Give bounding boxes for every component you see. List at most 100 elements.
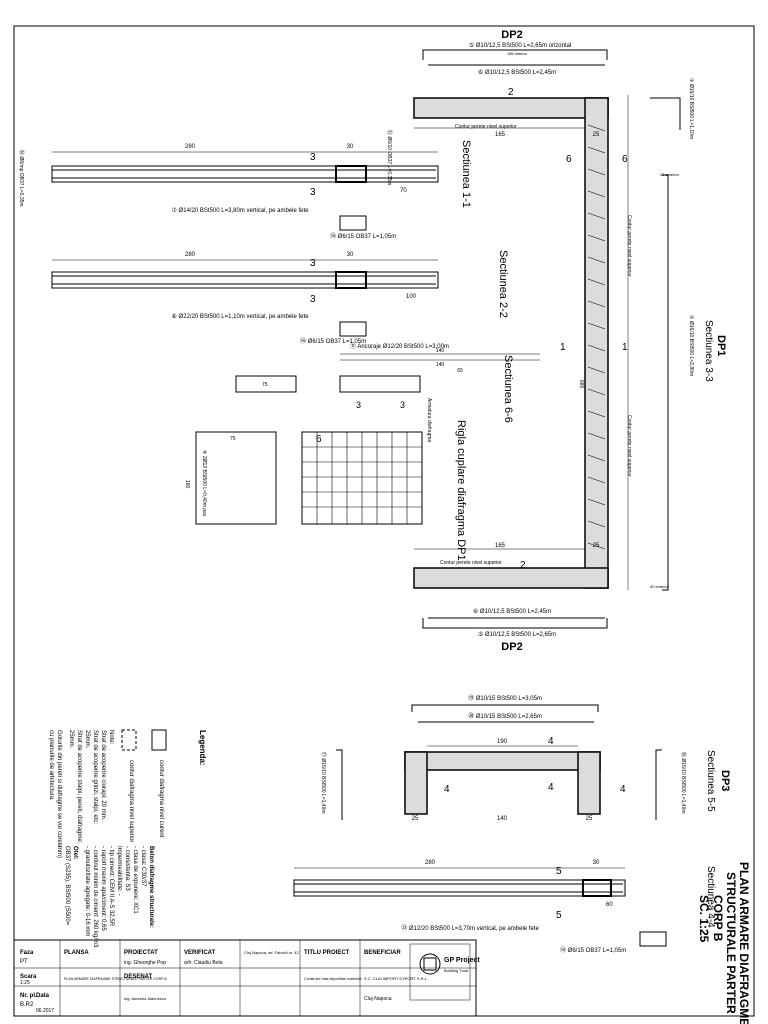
dim-label: 30 bbox=[593, 860, 600, 866]
material-line: - consistenta: S3 bbox=[124, 846, 130, 891]
anchor-detail bbox=[235, 375, 297, 393]
stirrup-tick bbox=[587, 542, 606, 550]
tb-label: Scara bbox=[20, 974, 37, 980]
wall-slab bbox=[293, 879, 626, 897]
section-mark: 5 bbox=[556, 910, 562, 921]
bar-label: ⑭ Ø6/15 OB37 L=1,05m bbox=[330, 232, 396, 240]
tb-value: S.C. CLAI IMPORT EXPORT S.R.L. bbox=[364, 976, 428, 981]
dp1-wall-plan: 165 25 165 25 Contur perete nivel superi… bbox=[413, 87, 632, 590]
tb-value: 1:25 bbox=[20, 980, 30, 986]
section-mark: 3 bbox=[310, 187, 316, 198]
dim-label: 25 bbox=[586, 816, 593, 822]
stirrup-detail bbox=[339, 321, 367, 337]
material-line: - clasa de expunere: XC1 bbox=[132, 846, 138, 914]
dim-label: 680 bbox=[578, 380, 584, 389]
wall-slab bbox=[51, 271, 439, 289]
company-name: GP Project bbox=[444, 957, 480, 964]
stirrup-tick bbox=[587, 344, 606, 352]
dp2-bottom-group: ⑥ Ø10/12,5 BSt500 L=2,45m ⑤ Ø10/12,5 BSt… bbox=[422, 608, 608, 653]
dim-label: 180 bbox=[184, 480, 190, 489]
contour-note: Contur perete nivel superior bbox=[626, 415, 632, 477]
contour-note: Contur perete nivel superior bbox=[626, 215, 632, 277]
section-2-2: 280 30 3 3 100 Sectiunea 2-2 ⑧ Ø22/20 BS… bbox=[51, 250, 509, 345]
tb-label: PLANSA bbox=[64, 950, 89, 956]
title-line-3: CORP B bbox=[711, 895, 725, 942]
tb-label: DESENAT bbox=[124, 974, 153, 980]
dp3-left-leg bbox=[404, 751, 428, 815]
stirrup-tick bbox=[587, 146, 606, 154]
stirrup-tick bbox=[587, 278, 606, 286]
legend-swatch-upper bbox=[121, 729, 137, 751]
column-box bbox=[582, 879, 612, 897]
stirrup-tick bbox=[587, 388, 606, 396]
dim-label: 280 bbox=[185, 252, 196, 258]
bar-label: ⑰ Ø16/10 BSt500 L=1,40m bbox=[320, 752, 327, 814]
stirrup-tick bbox=[587, 256, 606, 264]
stirrup-tick bbox=[587, 234, 606, 242]
bar-label: ⑪ Ancoraje Ø12/20 BSt500 L=3,00m bbox=[350, 342, 449, 350]
tb-label: Faza bbox=[20, 950, 34, 956]
tb-value: Cluj-Napoca, str. Fabricii nr. 42 bbox=[244, 950, 299, 955]
section-mark: 2 bbox=[520, 560, 526, 571]
stirrup-tick bbox=[587, 520, 606, 528]
dim-label: 65 bbox=[457, 368, 463, 374]
dim-label: 60 bbox=[606, 902, 613, 908]
tb-label: VERIFICAT bbox=[184, 950, 216, 956]
dim-label: 25 bbox=[593, 543, 600, 549]
dp2-bottom-flange bbox=[413, 567, 609, 589]
section-1-1: 280 30 3 3 70 Sectiunea 1-1 ⑦ Ø14/20 BSt… bbox=[18, 130, 472, 240]
title-line-2: STRUCTURALE PARTER bbox=[724, 872, 738, 1014]
dim-label: 30 bbox=[347, 252, 354, 258]
note-line: cu planurile de arhitectura. bbox=[48, 730, 54, 801]
bar-label: ⑯ Ø6/mp OB37 L=0,35m bbox=[18, 150, 25, 207]
stirrup-tick bbox=[587, 476, 606, 484]
company-logo-icon bbox=[419, 953, 441, 975]
dim-label: 40 exterior bbox=[650, 584, 670, 589]
bar-left bbox=[336, 749, 343, 820]
section-5-5-title: Sectiunea 5-5 bbox=[705, 750, 716, 812]
stirrup-tick bbox=[587, 498, 606, 506]
bar-label: ⑥ Ø10/12,5 BSt500 L=2,45m bbox=[478, 69, 556, 76]
materials-notes: Beton diafragme structurale: - clasa: C3… bbox=[56, 846, 154, 948]
section-mark: 6 bbox=[566, 154, 572, 165]
contour-note: Contur perete nivel superior bbox=[440, 560, 502, 566]
bar-label: ⑱ Ø16/10 BSt500 L=1,40m bbox=[680, 752, 687, 814]
section-mark: 3 bbox=[310, 152, 316, 163]
dim-label: 280 bbox=[185, 144, 196, 150]
rigla-title: Rigla cuplare diafragma DP1 bbox=[455, 420, 467, 561]
tb-label: Nr. pl. bbox=[20, 993, 37, 999]
dim-label: 70 bbox=[400, 188, 407, 194]
title-block-frame bbox=[13, 939, 477, 1017]
tb-label: BENEFICIAR bbox=[364, 950, 401, 956]
material-line: - raport maxim apa/ciment: 0,65 bbox=[100, 846, 106, 931]
column-box bbox=[335, 165, 367, 183]
material-line: - continut minim de ciment: 260 kg/m3 bbox=[92, 846, 98, 948]
section-mark: 6 bbox=[622, 154, 628, 165]
bar-5-bot bbox=[422, 618, 608, 629]
note-line: 25mm. bbox=[84, 730, 90, 749]
legend-item: contur diafragma nivel curent bbox=[158, 760, 164, 838]
company-logo-box bbox=[409, 943, 471, 1001]
material-line: Otel: bbox=[72, 846, 78, 860]
dim-label: 280 bbox=[425, 860, 436, 866]
bar-label: ⑫ Ø6/10 OB37 L=0,35m bbox=[386, 130, 393, 185]
beam-section bbox=[339, 375, 421, 393]
section-2-2-title: Sectiunea 2-2 bbox=[497, 250, 509, 318]
wall-slab bbox=[51, 165, 439, 183]
dim-label: 25 bbox=[412, 816, 419, 822]
dp1-title: DP1 bbox=[715, 335, 727, 356]
note-line: Note: bbox=[108, 730, 114, 745]
section-mark: 3 bbox=[310, 258, 316, 269]
material-line: - clasa: C30/37 bbox=[140, 846, 146, 887]
bar-5-top bbox=[422, 49, 608, 60]
drawing-title-block: PLAN ARMARE DIAFRAGME STRUCTURALE PARTER… bbox=[697, 862, 751, 1024]
section-4-4: 280 30 5 5 60 Sectiunea 4-4 ㉑ Ø12/20 BSt… bbox=[293, 860, 716, 954]
tb-value: arh. Claudiu Bota bbox=[184, 960, 223, 966]
stirrup-tick bbox=[587, 168, 606, 176]
dim-label: 25 bbox=[593, 132, 600, 138]
legend-item: contur diafragma nivel superior bbox=[128, 760, 134, 842]
dim-label: 165 bbox=[495, 132, 506, 138]
stirrup-tick bbox=[587, 212, 606, 220]
bar-label: ⑳ Ø10/15 BSt500 L=2,65m bbox=[468, 712, 542, 720]
